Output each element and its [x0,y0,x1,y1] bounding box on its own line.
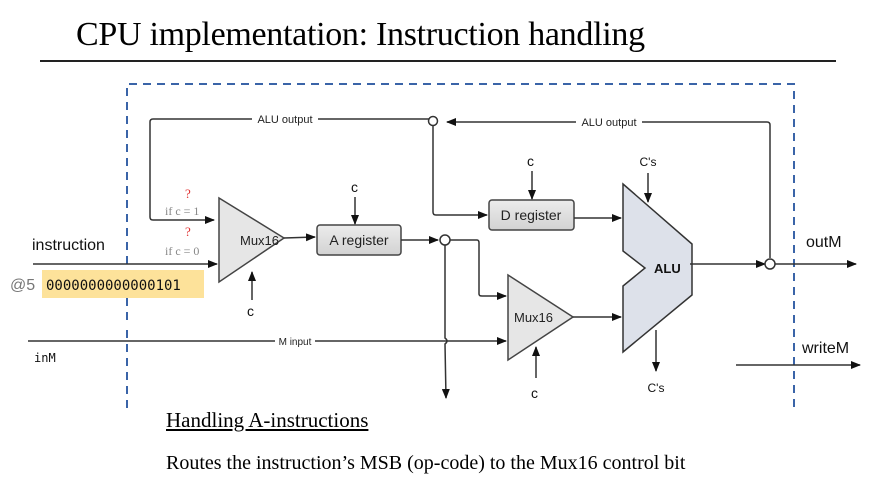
slide-title: CPU implementation: Instruction handling [76,16,645,53]
wire-a-address-out [441,245,450,399]
alu-label: ALU [654,261,681,276]
alu-output-label-right: ALU output [581,117,636,129]
alu-output-wire-right [446,118,771,258]
wire-a-to-mux2 [450,239,507,300]
alu-output-label-left: ALU output [257,114,312,126]
m-input-label: M input [279,337,312,348]
outm-label: outM [806,234,842,251]
inm-label: inM [34,351,56,365]
d-register [488,199,575,231]
wire-mux1-to-a-register [283,233,316,242]
alu-control-out-label: C's [648,381,665,395]
writem-label: writeM [801,340,849,357]
mux1-control-label: c [247,303,254,319]
junction-a-register [439,234,451,246]
mux16-a-select [218,196,286,284]
mux16-am-select [507,273,575,362]
instruction-bits: 0000000000000101 [46,278,181,294]
section-subheading: Handling A-instructions [166,408,369,432]
section-description: Routes the instruction’s MSB (op-code) t… [166,452,686,474]
title-underline [40,60,836,62]
cpu-boundary [126,83,795,408]
alu [622,182,693,354]
question-mark-c0: ? [185,224,191,239]
condition-c-equals-1: if c = 1 [165,204,199,218]
alu-control-in-label: C's [640,155,657,169]
mux1-label: Mux16 [240,233,279,248]
question-mark-c1: ? [185,186,191,201]
junction-alu-out [764,258,776,270]
instruction-address: @5 [10,277,35,294]
mux2-control-label: c [531,385,538,401]
instruction-highlight [42,270,204,298]
d-register-control-label: c [527,153,534,169]
junction-alu-feedback [427,115,439,127]
a-register-label: A register [329,232,388,248]
wire-to-d-register [432,126,488,219]
mux2-label: Mux16 [514,310,553,325]
condition-c-equals-0: if c = 0 [165,244,199,258]
d-register-label: D register [501,207,562,223]
a-register-control-label: c [351,179,358,195]
instruction-label: instruction [32,237,105,254]
alu-output-wire-left [149,118,433,224]
